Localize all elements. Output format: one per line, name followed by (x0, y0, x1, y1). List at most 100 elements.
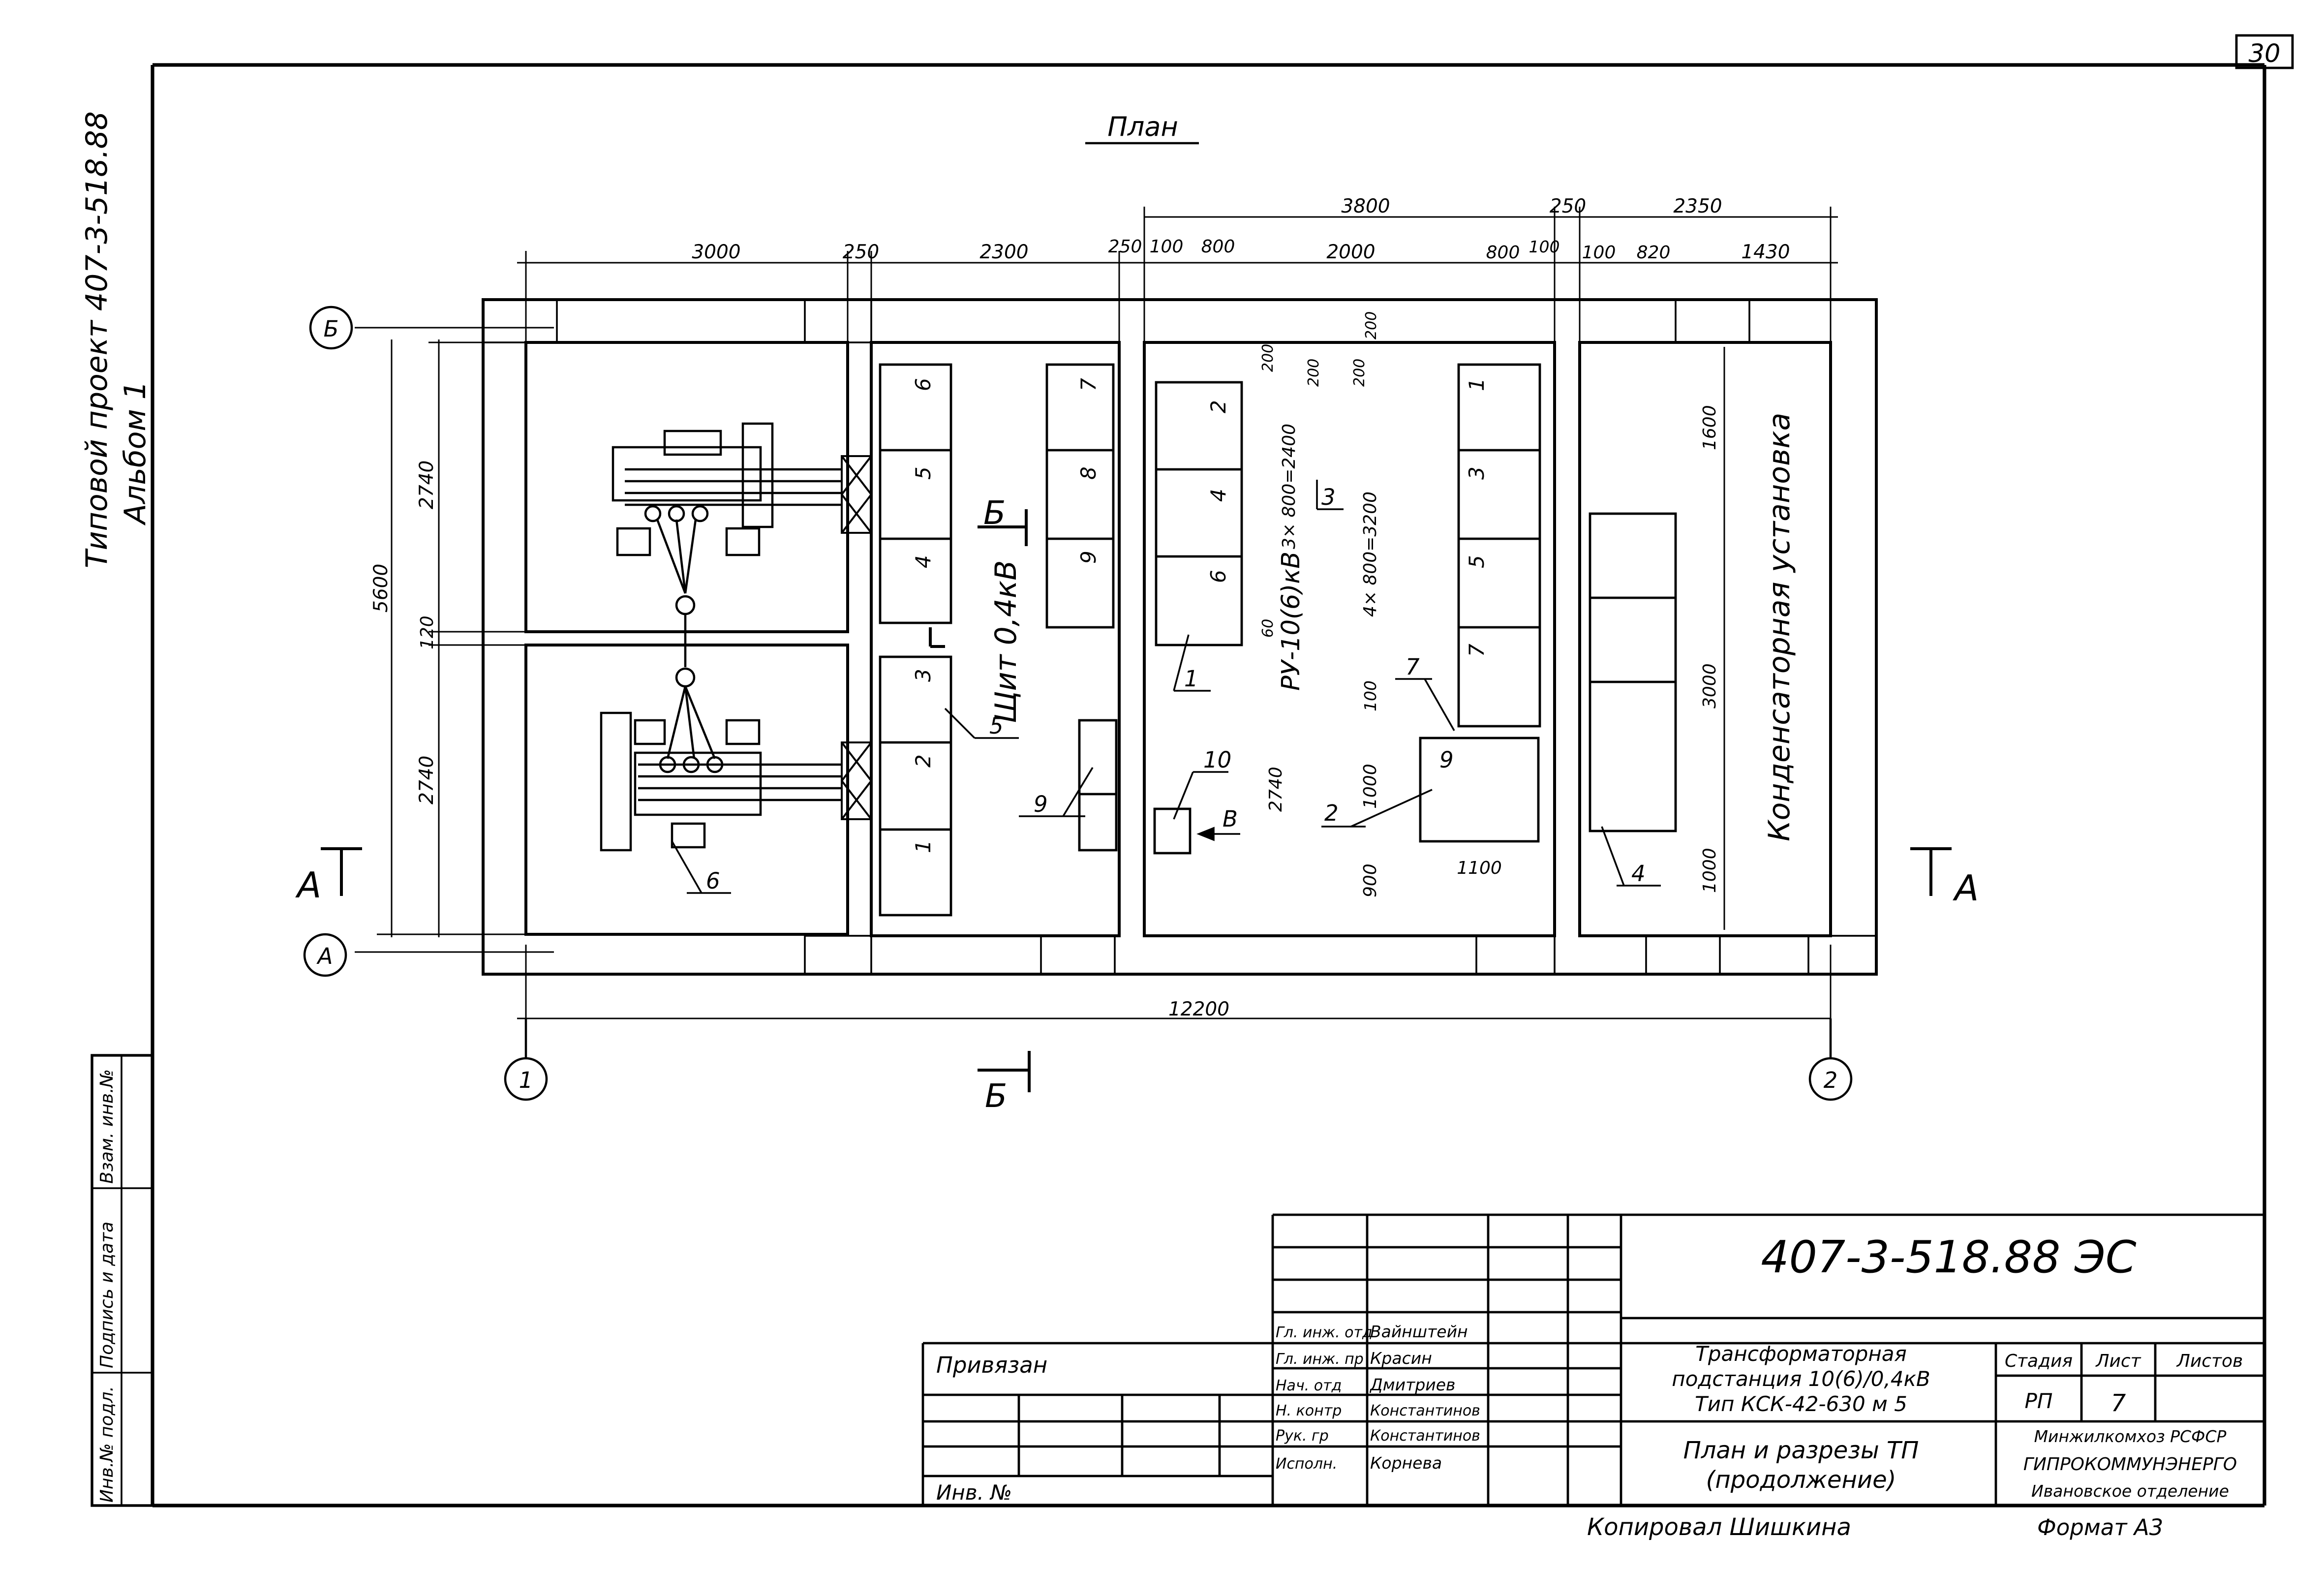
cabinet-5: 5 (911, 466, 935, 480)
axis-b-top: Б (324, 316, 339, 342)
sig-role-5: Рук. гр (1276, 1427, 1329, 1445)
ru-dim-200d: 200 (1363, 311, 1380, 339)
dim-100-c: 100 (1582, 243, 1616, 263)
cabinet-8: 8 (1076, 466, 1101, 480)
cap-dim-1000: 1000 (1700, 848, 1720, 893)
object-name-2: подстанция 10(6)/0,4кВ (1672, 1367, 1930, 1391)
side-project-text: Типовой проект 407-3-518.88 (80, 111, 114, 568)
dim-100-b: 100 (1529, 237, 1560, 256)
stamp-signature-date: Подпись и дата (97, 1222, 117, 1368)
cabinet-6: 6 (911, 378, 935, 391)
doc-code: 407-3-518.88 ЭС (1761, 1231, 2136, 1283)
bound-label: Привязан (936, 1352, 1047, 1378)
dim-total-12200: 12200 (1168, 998, 1229, 1020)
dim-2350: 2350 (1673, 195, 1722, 217)
sig-name-4: Константинов (1370, 1402, 1480, 1419)
left-dimensions (355, 327, 554, 953)
panel-room (870, 341, 1121, 937)
dim-2000: 2000 (1326, 241, 1375, 263)
org-line-2: ГИПРОКОММУНЭНЕРГО (2023, 1454, 2237, 1475)
ru-dim-100: 100 (1361, 680, 1380, 711)
sheet-number: 7 (2111, 1389, 2126, 1417)
section-a-left: А (295, 864, 321, 906)
callout-5: 5 (989, 713, 1004, 739)
transformer-upper (612, 422, 842, 667)
axis-1: 1 (519, 1067, 533, 1093)
cabinet-2: 2 (911, 754, 935, 768)
axis-markers (303, 306, 1853, 1101)
ru-dim-900: 900 (1360, 863, 1380, 897)
sig-role-3: Нач. отд (1276, 1377, 1342, 1394)
ru-room-label: РУ-10(6)кВ (1277, 552, 1306, 691)
format-label: Формат А3 (2037, 1514, 2163, 1540)
callout-10: 10 (1203, 747, 1231, 773)
dim-800-b: 800 (1486, 243, 1520, 263)
header-sheet: Лист (2095, 1351, 2141, 1371)
ru-dim-200c: 200 (1351, 359, 1368, 387)
ru-cell-2: 2 (1206, 400, 1230, 413)
cap-dim-1600: 1600 (1700, 405, 1720, 450)
section-marks (321, 509, 1952, 1092)
header-sheets: Листов (2176, 1351, 2243, 1371)
panel-cabinets-right (1045, 363, 1118, 852)
dim-100-a: 100 (1150, 237, 1184, 257)
cable-entry-upper (841, 455, 872, 534)
section-b-bottom: Б (985, 1077, 1007, 1115)
dim-800-a: 800 (1201, 237, 1235, 257)
callout-2: 2 (1324, 800, 1339, 826)
ru-cell-3: 3 (1465, 466, 1489, 480)
sig-role-2: Гл. инж. пр (1276, 1351, 1364, 1368)
ru-dim-1000: 1000 (1360, 764, 1380, 809)
capacitor-room-label: Конденсаторная установка (1762, 413, 1797, 841)
ru-cell-7: 7 (1465, 644, 1489, 657)
transformer-lower (600, 667, 842, 852)
org-line-3: Ивановское отделение (2031, 1481, 2229, 1501)
header-stage: Стадия (2005, 1351, 2073, 1371)
ru-cell-6: 6 (1206, 570, 1230, 583)
stamp-replace-inv: Взам. инв.№ (97, 1069, 117, 1184)
dim-5600: 5600 (370, 564, 392, 613)
ru-cell-5: 5 (1465, 555, 1489, 568)
object-name-1: Трансформаторная (1695, 1342, 1907, 1366)
panel-cabinets-left (879, 363, 952, 917)
cable-entry-lower (841, 741, 872, 820)
dim-2740-upper: 2740 (416, 461, 438, 509)
dim-3000: 3000 (692, 241, 740, 263)
callout-9-ru: 9 (1439, 747, 1454, 773)
dim-2300: 2300 (979, 241, 1028, 263)
ru-cell-1: 1 (1465, 378, 1489, 391)
sig-role-1: Гл. инж. отд (1276, 1324, 1373, 1341)
side-album-text: Альбом 1 (118, 381, 153, 526)
cabinet-9: 9 (1076, 551, 1101, 564)
ru-dim-200b: 200 (1305, 359, 1322, 387)
cabinet-1: 1 (911, 840, 935, 853)
org-line-1: Минжилкомхоз РСФСР (2034, 1427, 2227, 1446)
ru-cells-left (1155, 381, 1243, 646)
ru-dim-4x800: 4× 800=3200 (1360, 492, 1380, 617)
sig-name-1: Вайнштейн (1370, 1322, 1468, 1341)
sig-name-5: Константинов (1370, 1427, 1480, 1445)
top-dimensions (517, 207, 1838, 1033)
page-number: 30 (2249, 39, 2281, 68)
plan-title: План (1107, 111, 1178, 142)
copied-by: Копировал Шишкина (1587, 1513, 1851, 1541)
dim-120: 120 (417, 615, 437, 649)
sig-role-6: Исполн. (1276, 1455, 1337, 1473)
section-a-right: А (1953, 867, 1979, 909)
ru-dim-60: 60 (1259, 619, 1277, 638)
ru-room (1143, 341, 1556, 937)
callout-4: 4 (1631, 861, 1646, 887)
inv-label: Инв. № (936, 1480, 1012, 1505)
sig-name-6: Корнева (1370, 1453, 1442, 1473)
capacitor-cabinets (1589, 347, 1725, 930)
sig-name-2: Красин (1370, 1349, 1432, 1368)
callout-3: 3 (1321, 484, 1336, 510)
callout-7: 7 (1406, 654, 1420, 680)
object-name-3: Тип КСК-42-630 м 5 (1695, 1392, 1907, 1416)
ru-dim-2740: 2740 (1266, 767, 1286, 812)
panel-room-label: Щит 0,4кВ (989, 560, 1023, 723)
dim-250-a: 250 (843, 241, 879, 263)
axis-a-bottom: А (316, 943, 333, 969)
